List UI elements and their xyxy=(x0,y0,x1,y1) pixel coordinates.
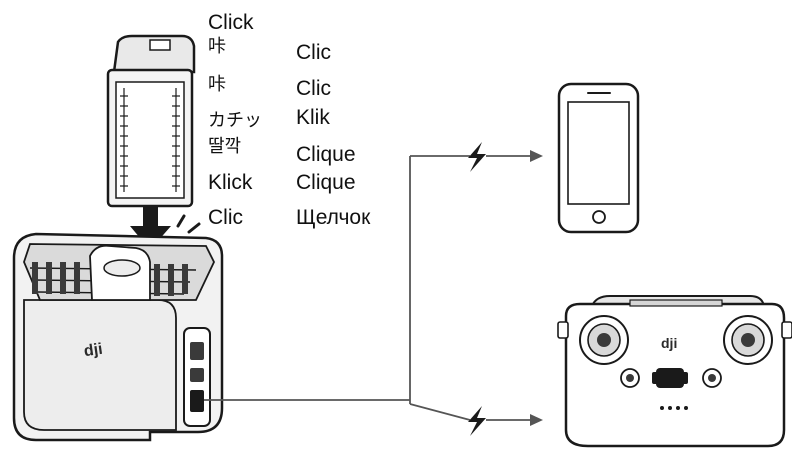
click-label: 咔 xyxy=(208,74,226,95)
charging-hub-icon xyxy=(12,232,224,442)
battery-icon xyxy=(106,34,196,208)
remote-controller-icon xyxy=(557,295,792,448)
click-label: 딸깍 xyxy=(208,136,242,157)
click-label: Klik xyxy=(296,106,330,129)
click-label: Clique xyxy=(296,143,356,166)
click-label: Clique xyxy=(296,171,356,194)
controller-brand-logo: dji xyxy=(661,335,678,351)
lightning-icon xyxy=(468,406,486,436)
click-label: Click xyxy=(208,11,254,34)
click-label: Klick xyxy=(208,171,253,194)
arrow-to-controller-icon xyxy=(530,414,543,426)
usb-cable xyxy=(204,155,530,421)
click-label: カチッ xyxy=(208,110,262,131)
arrow-to-phone-icon xyxy=(530,150,543,162)
smartphone-icon xyxy=(557,82,640,234)
lightning-icon xyxy=(468,142,486,172)
click-label: Clic xyxy=(296,41,331,64)
click-label: 咔 xyxy=(208,36,226,57)
hub-brand-logo: dji xyxy=(82,340,104,361)
click-label: Щелчок xyxy=(296,206,371,229)
click-label: Clic xyxy=(296,77,331,100)
click-label: Clic xyxy=(208,206,243,229)
